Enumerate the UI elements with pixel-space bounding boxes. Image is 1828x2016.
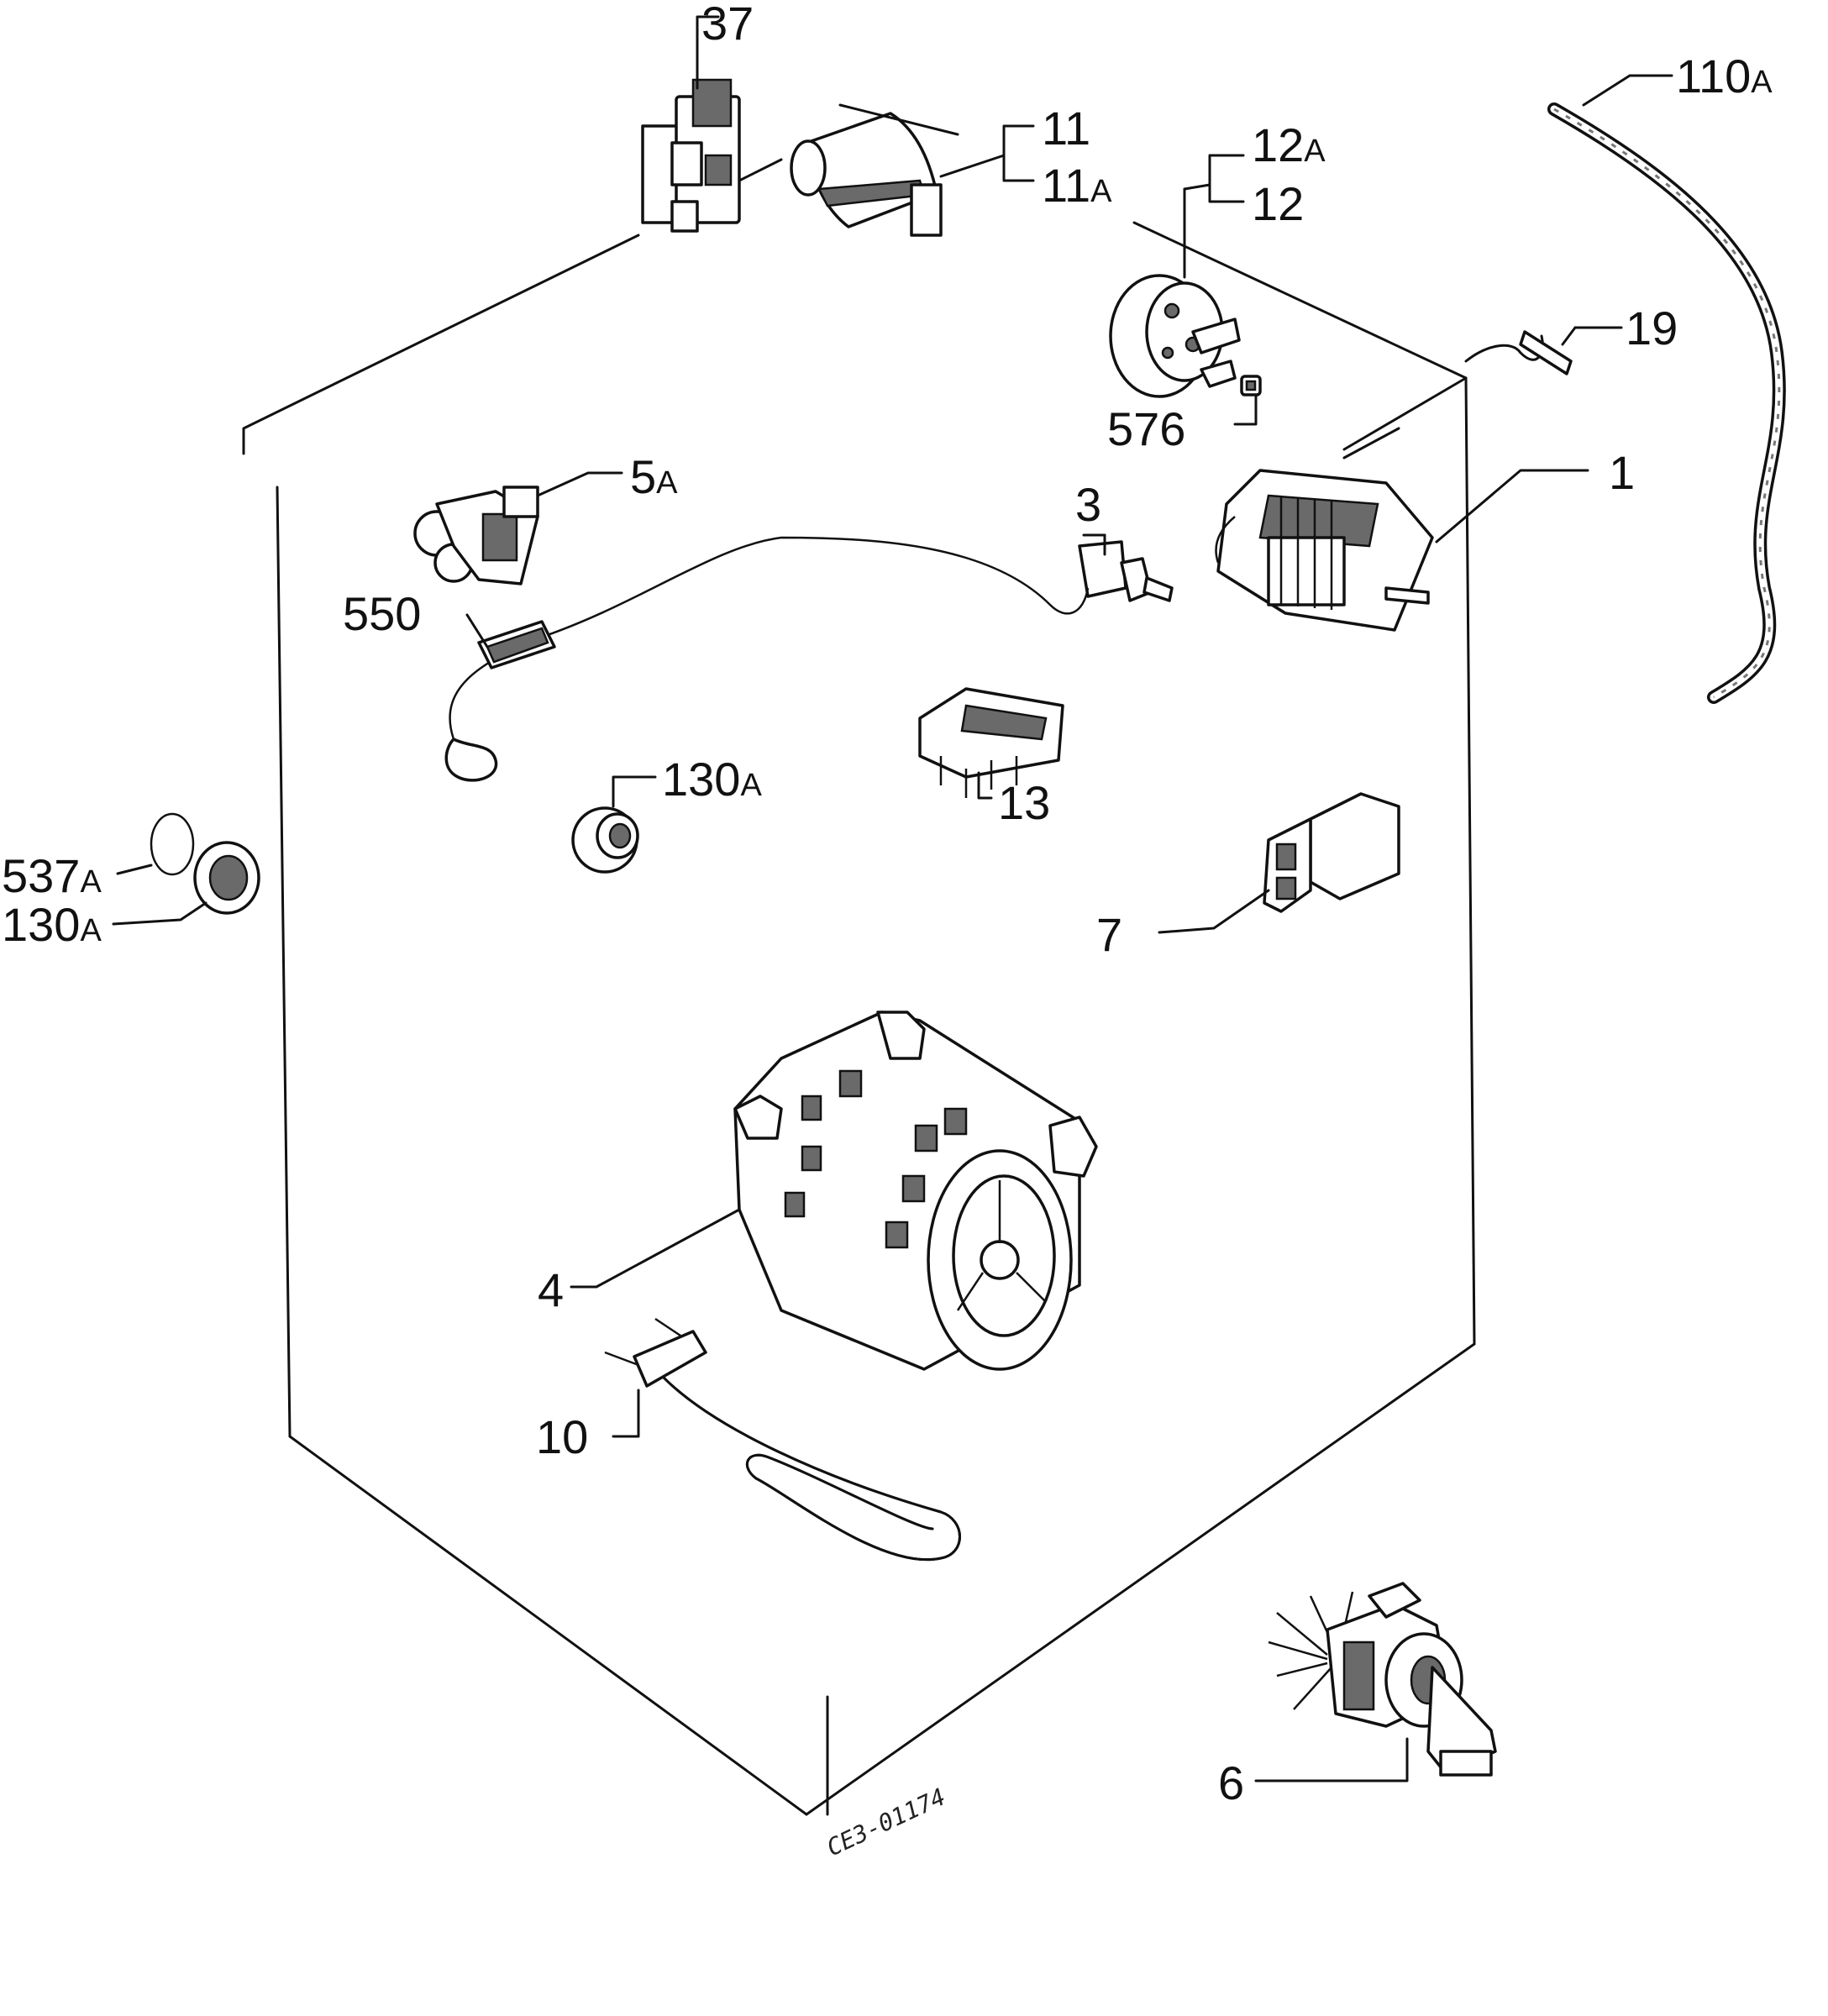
- label-10: 10: [536, 1410, 588, 1463]
- label-37: 37: [701, 0, 754, 50]
- part-37-door-interlock: [641, 78, 741, 233]
- label-12: 12: [1252, 177, 1304, 230]
- label-7: 7: [1096, 908, 1122, 961]
- label-4: 4: [538, 1263, 564, 1316]
- label-550: 550: [343, 587, 421, 640]
- part-3-thermostat: [444, 536, 1174, 782]
- label-13: 13: [998, 776, 1050, 829]
- label-130a-left: 130A: [2, 898, 102, 951]
- label-5a: 5A: [630, 450, 678, 503]
- part-6-drain-pump: [1268, 1582, 1497, 1777]
- label-110a: 110A: [1676, 50, 1773, 102]
- part-13-switch-block: [918, 687, 1064, 798]
- cabinet-outline: [242, 158, 1476, 1816]
- label-3: 3: [1075, 478, 1101, 531]
- label-12a: 12A: [1252, 118, 1326, 171]
- part-19-clip: [1464, 330, 1573, 375]
- part-5a-inlet-valve: [413, 486, 539, 585]
- label-11: 11: [1042, 102, 1090, 155]
- part-130a-cap-left: [193, 841, 260, 915]
- label-6: 6: [1218, 1756, 1244, 1809]
- label-576: 576: [1107, 402, 1185, 455]
- part-7-door-lock: [1263, 792, 1400, 913]
- part-576-nozzle: [1240, 375, 1262, 396]
- part-12-pressure-switch: [1109, 274, 1241, 398]
- part-110a-hose: [1547, 102, 1786, 704]
- label-130a-center: 130A: [662, 753, 762, 806]
- leader-lines: [112, 15, 1673, 1782]
- label-537a: 537A: [2, 849, 102, 902]
- part-550-sleeve: [477, 620, 556, 669]
- part-1-timer: [1215, 427, 1434, 632]
- part-4-motor: [733, 1011, 1098, 1371]
- part-11-capacitor: [790, 103, 959, 237]
- label-11a: 11A: [1042, 159, 1112, 212]
- drawing-code: CE3-01174: [822, 1782, 949, 1861]
- label-1: 1: [1609, 446, 1635, 499]
- part-537a-ring: [150, 812, 195, 876]
- part-labels: 37 11 11A 110A 12A 12 19 576 5A 3 1 550 …: [2, 0, 1773, 1809]
- part-130a-bushing-center: [571, 806, 639, 874]
- part-10-heating-element: [604, 1317, 961, 1562]
- label-19: 19: [1626, 302, 1678, 354]
